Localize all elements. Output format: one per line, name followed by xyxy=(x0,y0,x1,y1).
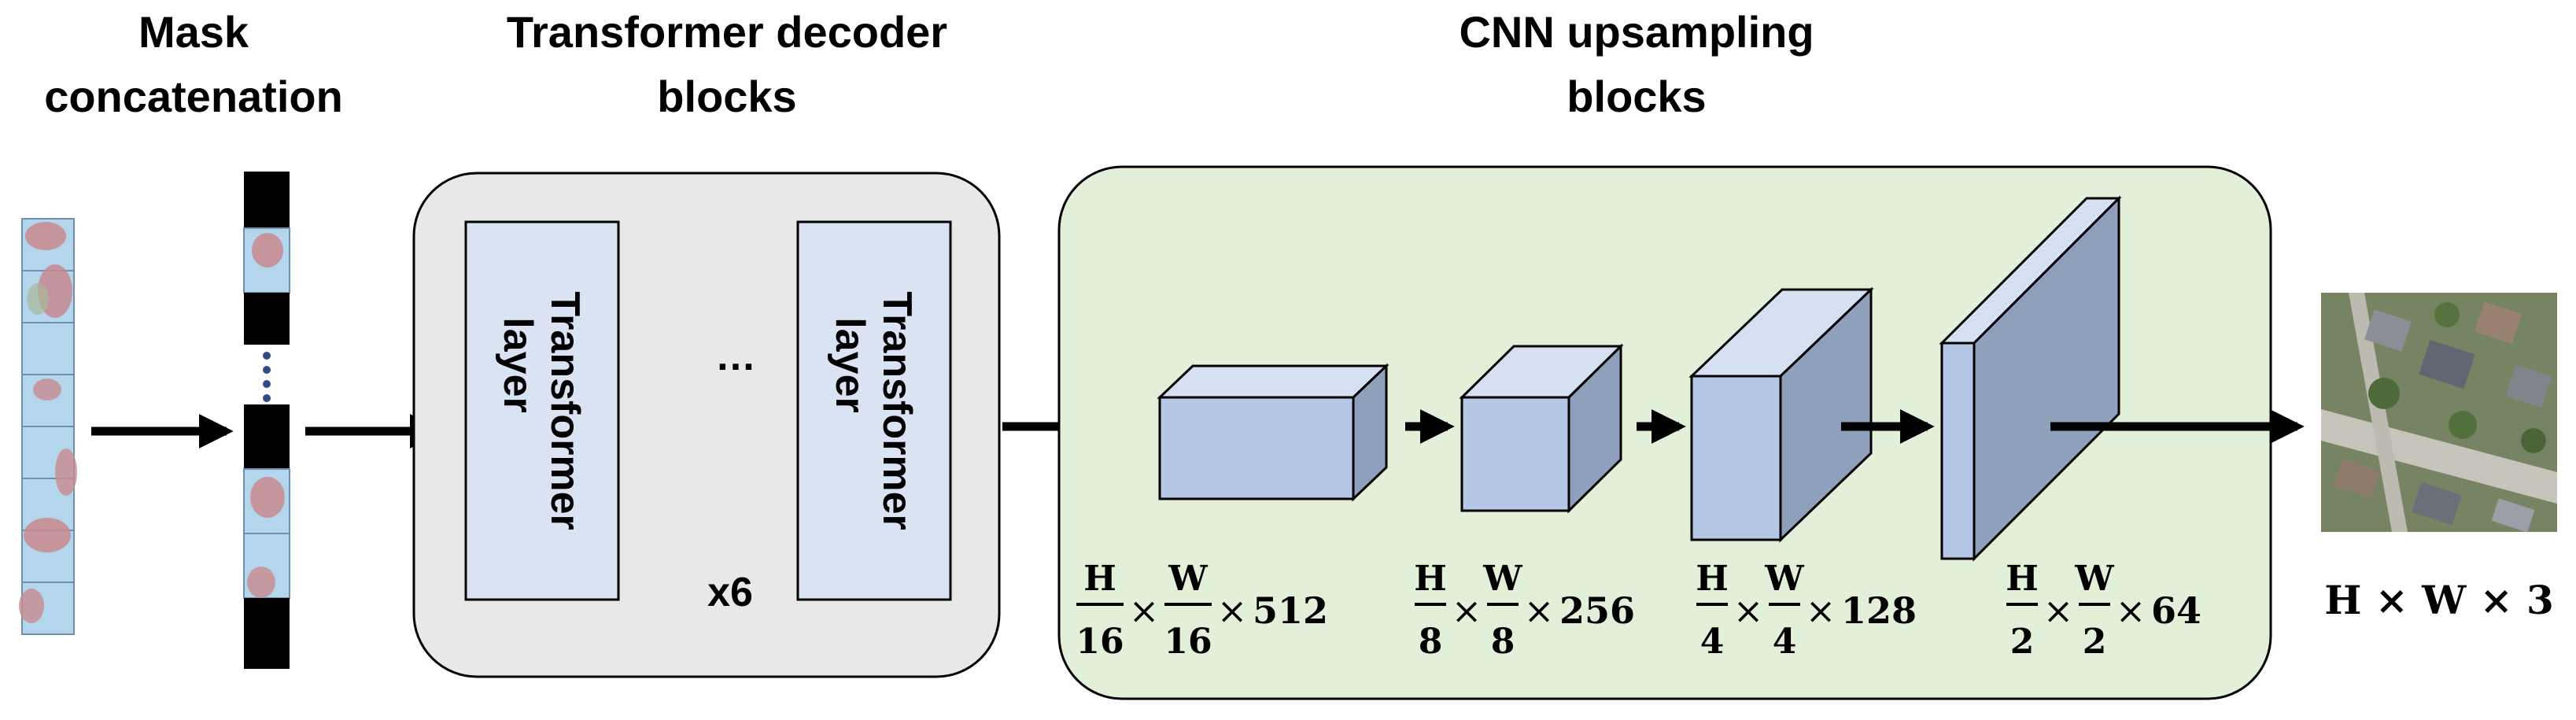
height-denominator: 8 xyxy=(1419,622,1443,662)
title-cnn-line2: blocks xyxy=(1567,72,1706,121)
times-sign: × xyxy=(1733,589,1764,632)
layer-label-line1: Transformer xyxy=(874,291,920,530)
times-sign: × xyxy=(1217,589,1248,632)
times-sign: × xyxy=(1806,589,1836,632)
layer-label-line1: Transformer xyxy=(542,291,588,530)
width-numerator: W xyxy=(1168,559,1208,599)
width-denominator: 16 xyxy=(1164,622,1212,662)
upsample-cube-1 xyxy=(1157,363,1389,502)
height-denominator: 4 xyxy=(1700,622,1725,662)
input-patch-strip xyxy=(19,218,77,635)
height-numerator: H xyxy=(1414,559,1447,599)
width-denominator: 8 xyxy=(1491,622,1515,662)
upsample-cube-2 xyxy=(1459,343,1624,514)
times-sign: × xyxy=(2116,589,2146,632)
ellipsis-dot xyxy=(263,394,271,402)
height-numerator: H xyxy=(1083,559,1116,599)
width-numerator: W xyxy=(2074,559,2114,599)
height-denominator: 2 xyxy=(2010,622,2035,662)
height-numerator: H xyxy=(1696,559,1729,599)
ellipsis-dot xyxy=(263,352,271,360)
decoder-ellipsis: … xyxy=(715,334,756,379)
upsample-cube-4 xyxy=(1939,195,2122,562)
channel-count: 64 xyxy=(2151,589,2201,632)
title-mask-line1: Mask xyxy=(138,7,249,57)
output-aerial-image xyxy=(2321,293,2557,533)
ellipsis-dot xyxy=(263,366,271,374)
upsample-cube-3 xyxy=(1688,286,1874,543)
transformer-layer-box-2 xyxy=(796,220,952,601)
times-sign: × xyxy=(2043,589,2074,632)
output-size-label: H × W × 3 xyxy=(2324,577,2554,623)
width-numerator: W xyxy=(1482,559,1522,599)
transformer-layer-label-1: Transformer layer xyxy=(495,291,588,530)
channel-count: 256 xyxy=(1559,589,1635,632)
channel-count: 512 xyxy=(1253,589,1328,632)
height-denominator: 16 xyxy=(1076,622,1124,662)
layer-label-line2: layer xyxy=(827,317,873,412)
title-cnn-line1: CNN upsampling xyxy=(1459,7,1814,57)
width-denominator: 4 xyxy=(1773,622,1797,662)
times-sign: × xyxy=(1452,589,1482,632)
layer-label-line2: layer xyxy=(495,317,541,412)
width-numerator: W xyxy=(1764,559,1804,599)
repeat-count: x6 xyxy=(707,570,753,615)
transformer-layer-box-1 xyxy=(464,220,620,601)
ellipsis-dot xyxy=(263,380,271,388)
title-decoder-line2: blocks xyxy=(657,72,796,121)
channel-count: 128 xyxy=(1841,589,1917,632)
title-decoder-line1: Transformer decoder xyxy=(507,7,947,57)
transformer-layer-label-2: Transformer layer xyxy=(827,291,920,530)
width-denominator: 2 xyxy=(2083,622,2107,662)
times-sign: × xyxy=(1129,589,1160,632)
title-mask-line2: concatenation xyxy=(44,72,343,121)
height-numerator: H xyxy=(2006,559,2039,599)
times-sign: × xyxy=(1524,589,1555,632)
masked-patch-strip xyxy=(243,172,290,669)
